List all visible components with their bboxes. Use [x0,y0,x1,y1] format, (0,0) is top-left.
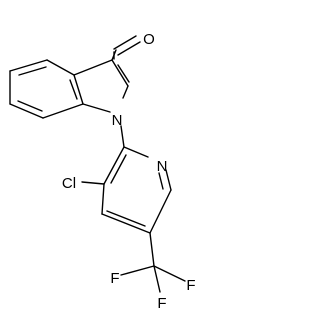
bond-npy-c6-inner [158,172,164,190]
atom-label-pyridine-nitrogen: N [157,158,168,175]
bond-c3-cho-main [111,49,117,61]
bond-c3-c2 [111,59,129,87]
atom-labels: O N N Cl F F F [62,31,196,312]
bond-c6-c5 [149,189,172,234]
bond-co-double-a [113,35,137,50]
bond-c3-c2-inner [117,64,130,83]
bond-cf3-f3 [153,265,161,293]
bond-c5-c4 [101,213,151,234]
bond-n1-c2py [120,125,125,148]
bond-c7a-c3a-inner [69,79,78,100]
bond-c7-c7a [42,103,84,119]
bond-c4-c3 [101,183,105,215]
bond-c4-c5-inner [18,66,47,76]
bond-c2py-n [123,146,149,158]
bond-cf3-f2 [153,265,186,282]
bond-c6-c7 [9,103,44,119]
bond-cf3-f1 [120,265,155,276]
bond-c3a-c4 [46,59,75,76]
atom-label-fluorine-1: F [110,270,119,287]
bond-c5-cf3 [149,232,155,267]
bond-c3a-c3 [73,59,113,76]
bond-c7a-c3a [73,74,84,105]
atom-label-chlorine: Cl [62,175,76,192]
bond-c3-cl [81,181,105,185]
bond-n1-c7a [82,103,111,113]
atom-label-fluorine-3: F [157,295,166,312]
bond-co-double-b [117,41,141,56]
bond-c5-c4-inner [106,210,146,227]
bond-lines [9,35,186,293]
bond-c3-c2py [103,146,125,185]
bond-c3-c2py-inner [110,154,127,184]
chemical-structure: O N N Cl F F F [9,31,196,312]
atom-label-fluorine-2: F [186,277,195,294]
bond-c2-n1 [122,85,129,99]
atom-label-indole-nitrogen: N [112,112,123,129]
bond-npy-c6 [165,169,172,191]
bond-c6-c7-inner [17,100,43,112]
bond-c4-c5 [9,59,48,72]
atom-label-oxygen: O [143,31,155,48]
